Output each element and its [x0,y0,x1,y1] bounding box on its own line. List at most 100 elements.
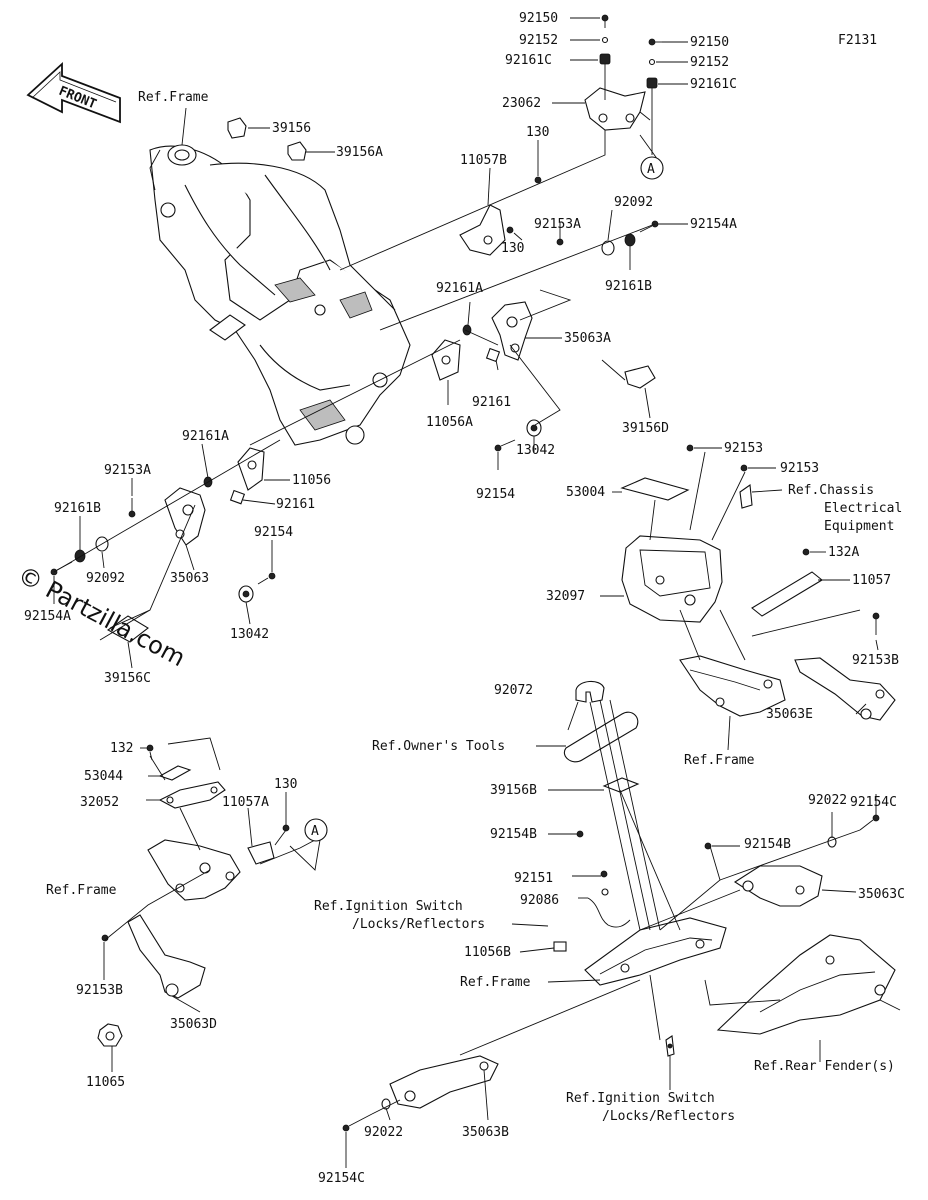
bolt-92154B-b [704,842,712,850]
damper-13042-left [238,585,254,603]
chassis-bracket-part [739,484,753,509]
svg-text:A: A [311,824,319,839]
callout-a-lower: A [304,818,328,842]
plate-11056A-part [431,339,461,381]
label-92072: 92072 [494,683,533,698]
label-ref-chassis-2: Electrical [824,501,902,516]
label-92161B-right: 92161B [605,279,652,294]
label-35063: 35063 [170,571,209,586]
label-39156A: 39156A [336,145,383,160]
plate-11056-part [237,447,265,491]
label-ref-rear-fender: Ref.Rear Fender(s) [754,1059,895,1074]
bracket-11057B-part [459,204,506,256]
footrest-bracket-35063C-part [733,865,823,907]
label-92150-right: 92150 [690,35,729,50]
label-92161A-mid: 92161A [436,281,483,296]
label-92161B-left: 92161B [54,501,101,516]
plate-32052-part [158,781,226,809]
bolt-92154B-a [576,830,584,838]
label-130-mid: 130 [501,241,524,256]
svg-text:A: A [647,162,655,177]
grommet-92161-mid [485,347,501,363]
strap-92072-part [575,680,605,703]
washer-92022-right [827,836,837,848]
label-92153B-left: 92153B [76,983,123,998]
bolt-92154C-left [342,1113,373,1132]
leader-lines [53,17,901,1168]
label-32097: 32097 [546,589,585,604]
label-ref-ign-1a: Ref.Ignition Switch [314,899,463,914]
label-92154C-left: 92154C [318,1171,365,1186]
label-39156: 39156 [272,121,311,136]
label-ref-chassis-3: Equipment [824,519,894,534]
battery-case-32097-part [621,535,723,623]
clip-11056B-part [553,941,567,952]
footrest-bracket-35063D-part [127,914,206,999]
grommet-92161B-left [74,549,86,563]
bolt-130-mid [506,226,514,234]
cap-39156A-part [287,141,307,161]
label-92151: 92151 [514,871,553,886]
label-ref-chassis-1: Ref.Chassis [788,483,874,498]
label-53044: 53044 [84,769,123,784]
footrest-bracket-35063E-part [794,657,896,721]
grommet-92161-left [229,489,246,505]
front-arrow-icon: FRONT [26,61,121,124]
label-11056: 11056 [292,473,331,488]
footrest-bracket-35063-part [164,487,206,546]
label-39156B: 39156B [490,783,537,798]
rear-frame-part [584,917,727,986]
label-92150-top: 92150 [519,11,558,26]
pad-53044-part [158,765,192,781]
washer-92152-top [601,36,609,44]
bolt-92150-top [601,14,609,28]
collar-92092-right [601,240,615,256]
washer-92152-right [648,58,656,66]
bolt-132A [802,548,810,556]
nut-11065-part [97,1023,123,1047]
grommet-92161B-right [624,233,636,247]
label-13042-mid: 13042 [516,443,555,458]
cap-39156-part [227,117,247,139]
owners-tools-part [564,711,639,763]
label-35063A: 35063A [564,331,611,346]
label-92153A-mid: 92153A [534,217,581,232]
label-35063C: 35063C [858,887,905,902]
grommet-92161C-right [646,77,658,89]
label-39156D: 39156D [622,421,669,436]
footrest-bracket-35063A-part [491,301,533,361]
bolt-92150-right [648,38,662,46]
label-92092-left: 92092 [86,571,125,586]
bolt-92153-b [740,464,748,472]
part-labels: 92150 92152 92161C 92150 92152 92161C 23… [24,11,905,1186]
strip-11057-part [751,571,823,617]
bolt-92154A-left [50,561,73,576]
label-ref-owners-tools: Ref.Owner's Tools [372,739,505,754]
bolt-92153A-left [128,498,136,518]
label-92154B-b: 92154B [744,837,791,852]
label-13042-left: 13042 [230,627,269,642]
label-35063B: 35063B [462,1125,509,1140]
label-92022-left: 92022 [364,1125,403,1140]
label-92161C-right: 92161C [690,77,737,92]
label-ref-ign-2a: Ref.Ignition Switch [566,1091,715,1106]
label-ref-frame-bottom: Ref.Frame [460,975,531,990]
label-35063E: 35063E [766,707,813,722]
label-39156C: 39156C [104,671,151,686]
bolt-130-top [534,176,542,184]
figure-code: F2131 [838,33,877,48]
footrest-bracket-35063B-part [389,1055,499,1109]
cable-92086-part [587,888,631,928]
bolt-92154-left [257,572,276,585]
label-130-top: 130 [526,125,549,140]
label-ref-frame-mid: Ref.Frame [684,753,755,768]
label-ref-ign-1b: /Locks/Reflectors [352,917,485,932]
cover-39156C-part [106,615,149,643]
frame-rear-bracket-part [679,655,786,717]
label-92154-left: 92154 [254,525,293,540]
label-92154A-right: 92154A [690,217,737,232]
bolt-92153-a [686,444,694,452]
cover-39156D-part [624,365,656,389]
label-11057A: 11057A [222,795,269,810]
label-92161-mid: 92161 [472,395,511,410]
